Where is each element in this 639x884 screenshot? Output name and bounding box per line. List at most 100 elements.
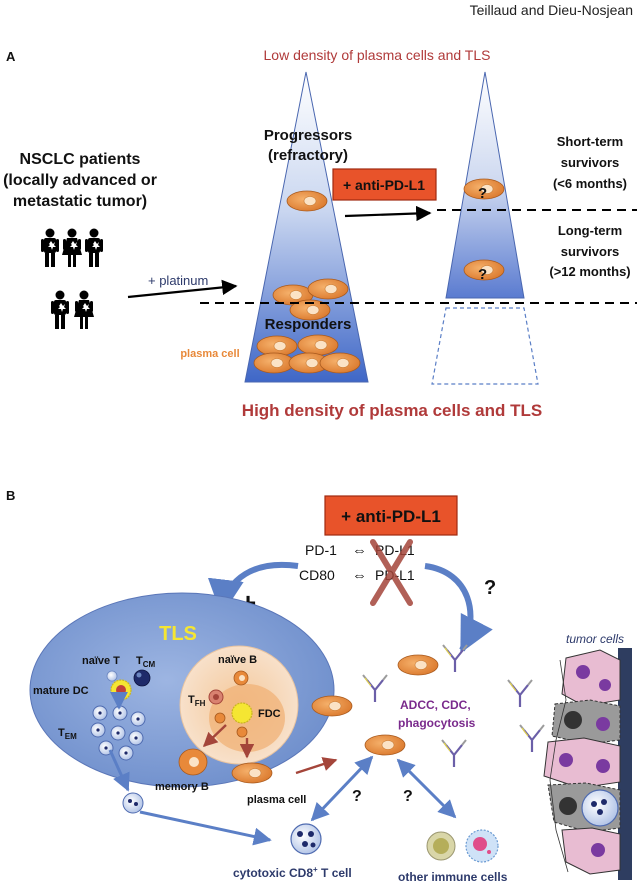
plasma-cell-icon	[307, 278, 349, 300]
plasma-cell-icon	[231, 762, 273, 784]
tumor-stroma	[618, 648, 632, 880]
mature-dc-label: mature DC	[33, 685, 89, 697]
plasma-cell-icon	[297, 334, 339, 356]
exiting-t-cell	[122, 792, 144, 814]
tfh-nucleus	[213, 694, 219, 700]
naive-t-cell	[106, 670, 118, 682]
effector-functions-label: ADCC, CDC,	[400, 698, 471, 712]
antibody-icon	[440, 738, 468, 769]
tcm-label: TCM	[136, 655, 156, 669]
memory-b-label: memory B	[155, 781, 209, 793]
anti-pdl1-box-b-label: + anti-PD-L1	[341, 507, 441, 526]
patients-label-3: metastatic tumor)	[13, 193, 147, 210]
tcm-cell-highlight	[136, 672, 142, 678]
cytotoxic-granule	[308, 831, 314, 837]
question-mark: ?	[352, 788, 362, 805]
cytotoxic-t-cell-label: cytotoxic CD8+ T cell	[233, 865, 352, 880]
gc-b-cell	[214, 712, 226, 724]
fdc-label: FDC	[258, 708, 281, 720]
short-term-label-2: survivors	[561, 155, 620, 170]
tumor-cell-mass	[543, 649, 621, 875]
naive-t-label: naïve T	[82, 655, 120, 667]
plasma-cell-icon	[319, 352, 361, 374]
antibody-icon	[361, 673, 389, 704]
question-mark: ?	[484, 577, 496, 599]
cytotoxic-granule	[310, 842, 316, 848]
to-ctl-arrow	[139, 810, 272, 846]
antibody-icon	[441, 643, 469, 674]
macrophage-nucleus	[433, 838, 449, 854]
plasma-exit-arrow	[295, 757, 338, 775]
patients-label-2: (locally advanced or	[3, 172, 157, 189]
blocked-cross	[370, 539, 413, 606]
plasma-cell-label: plasma cell	[180, 348, 239, 360]
tumor-cells-label: tumor cells	[566, 632, 624, 646]
naive-b-label: naïve B	[218, 654, 257, 666]
platinum-label: + platinum	[148, 273, 208, 288]
plasma-immune-arrow	[396, 758, 457, 819]
follicular-dendritic-cell	[231, 702, 253, 724]
anti-pdl1-box-a-label: + anti-PD-L1	[343, 177, 425, 193]
tcm-cell	[133, 669, 151, 687]
progressors-label: Progressors	[264, 127, 352, 144]
short-term-label-3: (<6 months)	[553, 176, 627, 191]
anti-pdl1-arrow	[344, 205, 432, 222]
memory-b-nucleus	[189, 757, 199, 767]
plasma-cell-icon	[253, 352, 295, 374]
naive-b-nucleus	[239, 675, 245, 681]
question-mark: ?	[478, 185, 487, 202]
anti-pdl1-box-b	[324, 495, 458, 536]
patient-icon	[85, 228, 103, 267]
antibody-icon	[506, 678, 534, 709]
exiting-t-cell-granule	[128, 799, 132, 803]
long-term-label-2: survivors	[561, 244, 620, 259]
question-mark: ?	[478, 266, 487, 283]
patient-icon	[62, 228, 82, 267]
tem-label: TEM	[58, 727, 77, 741]
short-term-label: Short-term	[557, 134, 623, 149]
patient-icon	[74, 290, 94, 329]
panel-a-label: A	[6, 49, 16, 64]
dendritic-cell-nucleus	[116, 685, 126, 695]
cytotoxic-granule	[302, 841, 308, 847]
anti-pdl1-box-a	[332, 168, 437, 201]
platinum-arrow	[127, 279, 238, 299]
question-mark: ?	[403, 788, 413, 805]
author-header: Teillaud and Dieu-Nosjean	[470, 2, 633, 18]
plasma-cell-label: plasma cell	[247, 794, 306, 806]
gc-b-cell	[236, 726, 248, 738]
responder-extension-outline	[431, 307, 539, 385]
patient-icon	[41, 228, 59, 267]
panel-b-label: B	[6, 488, 15, 503]
cytotoxic-granule	[297, 831, 303, 837]
plasma-cell-icon	[364, 734, 406, 756]
curved-arrow-to-antibody	[424, 563, 493, 654]
cohort-triangle	[244, 71, 369, 383]
low-density-caption: Low density of plasma cells and TLS	[264, 47, 491, 63]
patients-label: NSCLC patients	[20, 151, 141, 168]
plasma-ctl-arrow	[310, 755, 374, 822]
tfh-label: TFH	[188, 694, 206, 708]
patient-icon	[51, 290, 69, 329]
other-immune-cells-label: other immune cells	[398, 870, 508, 884]
gc-to-memory-arrow	[202, 724, 227, 747]
granulocyte-nucleus	[473, 837, 487, 851]
cytotoxic-t-cell	[290, 823, 322, 855]
plasma-cell-icon	[286, 190, 328, 212]
tls-label: TLS	[159, 623, 197, 645]
high-density-caption: High density of plasma cells and TLS	[242, 401, 542, 420]
tem-exit-arrow	[108, 749, 130, 792]
pd1-label: PD-1	[305, 542, 337, 558]
effector-functions-label-2: phagocytosis	[398, 716, 476, 730]
progressors-label-2: (refractory)	[268, 147, 348, 164]
plasma-cell-icon	[311, 695, 353, 717]
cd80-label: CD80	[299, 567, 335, 583]
antibody-icon	[518, 723, 546, 754]
interaction-symbol: ⇔	[352, 542, 367, 559]
long-term-label-3: (>12 months)	[549, 264, 630, 279]
long-term-label: Long-term	[558, 223, 622, 238]
plasma-cell-icon	[397, 654, 439, 676]
responders-label: Responders	[265, 316, 352, 333]
exiting-t-cell-granule	[134, 802, 138, 806]
